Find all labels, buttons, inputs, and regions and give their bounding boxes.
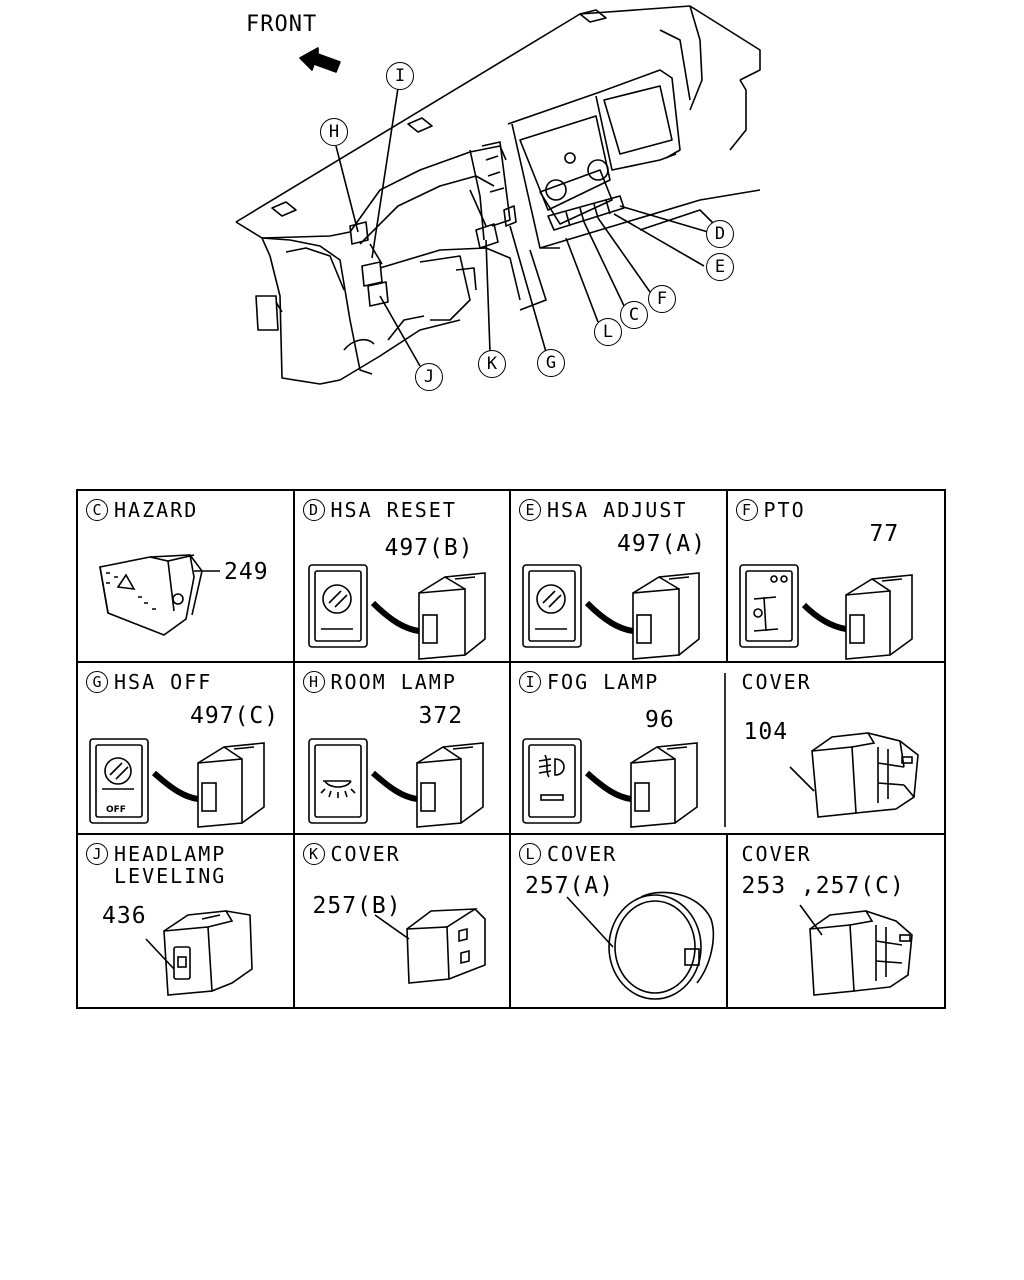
cover-257b-drawing — [374, 908, 486, 984]
part-title-text: HSA RESET — [330, 498, 457, 522]
room-lamp-switch-drawing — [307, 738, 484, 828]
part-letter: J — [86, 843, 108, 865]
callout-g: G — [537, 349, 565, 377]
leader-line-j — [379, 295, 421, 367]
callout-j: J — [415, 363, 443, 391]
part-title-text: HSA OFF — [114, 670, 213, 694]
part-cell-fog-lamp: I FOG LAMP 96 — [511, 663, 728, 835]
part-title-text: ROOM LAMP — [330, 670, 457, 694]
part-title: L COVER — [519, 843, 617, 865]
part-cell-pto: F PTO 77 — [727, 491, 944, 663]
leader-line-k — [485, 239, 491, 353]
part-letter: G — [86, 671, 108, 693]
part-number: 257(A) — [525, 873, 615, 899]
part-title: J HEADLAMP LEVELING — [86, 843, 226, 887]
part-cell-hsa-reset: D HSA RESET 497(B) — [294, 491, 511, 663]
part-cell-cover-257b: K COVER 257(B) — [295, 835, 511, 1007]
callout-h: H — [320, 118, 348, 146]
front-label: FRONT — [246, 12, 318, 37]
callout-k: K — [478, 350, 506, 378]
part-letter: F — [735, 499, 758, 521]
part-cell-cover-253-257c: COVER 253 ,257(C) — [728, 835, 945, 1007]
leader-line-h — [335, 145, 359, 233]
part-title-text: HEADLAMP LEVELING — [114, 842, 227, 888]
dashboard-illustration — [235, 5, 761, 385]
callout-d: D — [706, 220, 734, 248]
callout-l: L — [594, 318, 622, 346]
cover-253-257c-drawing — [798, 904, 913, 996]
part-title-text: HAZARD — [114, 498, 199, 522]
part-letter: L — [519, 843, 541, 865]
part-title-text: HSA ADJUST — [547, 498, 688, 522]
part-title: K COVER — [302, 842, 401, 866]
part-number: 249 — [224, 559, 269, 585]
part-letter: H — [302, 671, 325, 693]
part-cell-hsa-off: G HSA OFF OFF 497(C) — [78, 663, 295, 835]
cover-104-drawing — [788, 732, 919, 818]
part-title-text: FOG LAMP — [547, 670, 660, 694]
leader-line-g — [509, 225, 547, 353]
part-title-text: PTO — [763, 498, 806, 522]
callout-i: I — [386, 62, 414, 90]
part-title-text: COVER — [741, 670, 812, 694]
dashboard-overview: FRONT I H D E F C L G K J — [0, 0, 1024, 480]
leader-line-d — [619, 205, 709, 233]
leader-line-e — [613, 213, 705, 267]
part-cell-hazard: C HAZARD 249 — [78, 491, 295, 663]
part-title: F PTO — [735, 498, 806, 522]
part-title: I FOG LAMP — [519, 671, 659, 693]
pto-switch-drawing — [738, 564, 913, 660]
part-number: 77 — [869, 521, 900, 547]
part-cell-headlamp-leveling: J HEADLAMP LEVELING 436 — [78, 835, 295, 1007]
leader-line-i — [371, 87, 399, 259]
part-number: 436 — [102, 903, 147, 929]
leader-line-f — [597, 217, 651, 293]
part-letter: E — [519, 499, 541, 521]
part-cell-hsa-adjust: E HSA ADJUST 497(A) — [511, 491, 728, 663]
hazard-switch-drawing — [99, 554, 220, 636]
part-title: E HSA ADJUST — [519, 499, 687, 521]
part-number: 253 ,257(C) — [741, 873, 905, 899]
part-number: 497(B) — [384, 535, 474, 561]
part-title: G HSA OFF — [86, 671, 212, 693]
hsa-adjust-switch-drawing — [522, 564, 700, 660]
callout-f: F — [648, 285, 676, 313]
part-title-text: COVER — [741, 842, 812, 866]
fog-lamp-switch-drawing — [522, 673, 726, 828]
part-cell-cover-257a: L COVER 257(A) — [511, 835, 728, 1007]
switch-off-text: OFF — [106, 805, 126, 815]
part-title: D HSA RESET — [302, 498, 457, 522]
part-number: 96 — [645, 707, 675, 733]
part-letter: K — [302, 843, 325, 865]
part-title-text: COVER — [330, 842, 401, 866]
hsa-reset-switch-drawing — [307, 564, 486, 660]
part-number: 497(C) — [190, 703, 280, 729]
part-title: H ROOM LAMP — [302, 670, 457, 694]
callout-c: C — [620, 301, 648, 329]
part-number: 372 — [418, 703, 464, 729]
parts-table: C HAZARD 249 D HSA RESET — [76, 489, 946, 1009]
part-cell-room-lamp: H ROOM LAMP 372 — [294, 663, 511, 835]
front-arrow-icon — [299, 47, 341, 73]
cover-257a-drawing — [566, 891, 715, 1000]
callout-e: E — [706, 253, 734, 281]
part-number: 104 — [743, 719, 789, 745]
part-title-text: COVER — [547, 842, 618, 866]
hsa-off-switch-drawing — [89, 738, 265, 828]
part-title: COVER — [736, 671, 812, 693]
part-letter: C — [86, 499, 108, 521]
part-title: C HAZARD — [86, 499, 198, 521]
part-letter: I — [519, 671, 541, 693]
part-number: 257(B) — [312, 893, 402, 919]
part-cell-cover-104: COVER 104 — [727, 663, 944, 835]
leader-line-c — [583, 221, 627, 311]
part-number: 497(A) — [617, 531, 707, 557]
headlamp-leveling-switch-drawing — [145, 910, 253, 996]
part-title: COVER — [736, 843, 812, 865]
leader-line-l — [565, 237, 599, 323]
part-letter: D — [302, 499, 325, 521]
